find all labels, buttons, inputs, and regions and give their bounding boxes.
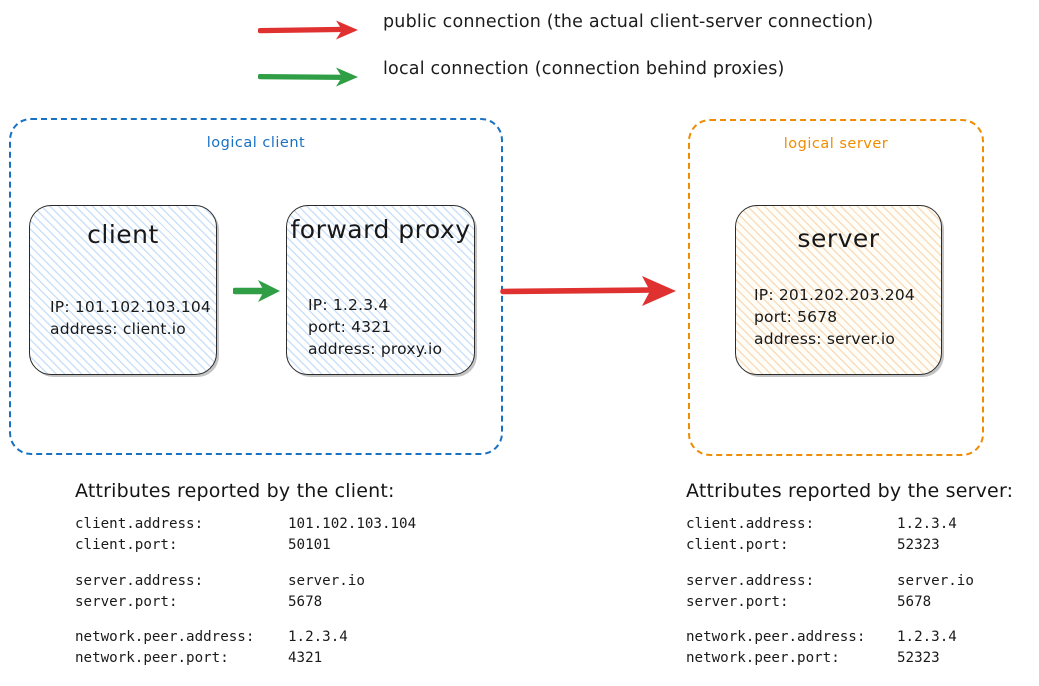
attr-key: server.port:	[75, 593, 178, 610]
logical-client-title: logical client	[11, 132, 501, 151]
attr-key: client.address:	[75, 516, 204, 532]
node-server[interactable]: server IP: 201.202.203.204 port: 5678 ad…	[735, 205, 942, 375]
attr-key: client.address:	[686, 516, 815, 532]
table-row: client.port: 52323	[686, 535, 1036, 556]
server-attributes-panel: Attributes reported by the server: clien…	[686, 480, 1036, 684]
attr-key: network.peer.address:	[75, 629, 255, 646]
server-attr-group: server.address: server.io server.port: 5…	[686, 571, 1036, 614]
attr-value: 5678	[897, 593, 932, 610]
table-row: client.port: 50101	[75, 535, 495, 556]
attr-value: 1.2.3.4	[897, 629, 957, 646]
node-forward-proxy-details: IP: 1.2.3.4 port: 4321 address: proxy.io	[308, 294, 474, 360]
table-row: server.address: server.io	[686, 571, 1036, 592]
node-proxy-address: address: proxy.io	[308, 340, 443, 358]
attr-key: server.address:	[75, 572, 204, 589]
attr-key: client.port:	[686, 537, 789, 554]
server-attr-group: network.peer.address: 1.2.3.4 network.pe…	[686, 627, 1036, 670]
logical-server-container: logical server	[688, 119, 984, 456]
node-proxy-ip: IP: 1.2.3.4	[308, 296, 389, 314]
attr-key: client.port:	[75, 537, 178, 554]
attr-value: server.io	[288, 572, 365, 589]
table-row: network.peer.port: 4321	[75, 648, 495, 669]
node-forward-proxy[interactable]: forward proxy IP: 1.2.3.4 port: 4321 add…	[286, 205, 475, 375]
client-attr-group: server.address: server.io server.port: 5…	[75, 571, 495, 614]
attr-key: server.port:	[686, 593, 789, 610]
table-row: server.port: 5678	[686, 592, 1036, 613]
logical-client-container: logical client	[9, 118, 503, 455]
node-server-address: address: server.io	[754, 330, 896, 348]
client-attributes-panel: Attributes reported by the client: clien…	[75, 480, 495, 684]
node-server-port: port: 5678	[754, 308, 838, 326]
attr-key: server.address:	[686, 572, 815, 589]
table-row: network.peer.address: 1.2.3.4	[686, 627, 1036, 648]
attr-value: 50101	[288, 537, 331, 554]
node-client-address: address: client.io	[50, 320, 186, 338]
green-arrow-client-to-proxy	[233, 280, 280, 302]
node-forward-proxy-title: forward proxy	[290, 215, 471, 244]
node-server-details: IP: 201.202.203.204 port: 5678 address: …	[754, 284, 941, 350]
client-attributes-heading: Attributes reported by the client:	[75, 480, 395, 502]
node-client[interactable]: client IP: 101.102.103.104 address: clie…	[29, 205, 217, 375]
legend-item-public: public connection (the actual client-ser…	[258, 8, 958, 55]
attr-value: 1.2.3.4	[897, 516, 957, 532]
attr-key: network.peer.port:	[75, 650, 229, 667]
table-row: server.port: 5678	[75, 592, 495, 613]
table-row: network.peer.port: 52323	[686, 648, 1036, 669]
node-client-title: client	[87, 220, 159, 249]
node-server-title: server	[797, 224, 880, 253]
node-client-details: IP: 101.102.103.104 address: client.io	[50, 296, 216, 340]
red-arrow-proxy-to-server	[500, 276, 676, 306]
node-client-ip: IP: 101.102.103.104	[50, 298, 211, 316]
attr-value: 5678	[288, 593, 323, 610]
attr-value: 52323	[897, 537, 940, 554]
green-arrow-icon	[258, 67, 358, 87]
attr-key: network.peer.address:	[686, 629, 866, 646]
legend: public connection (the actual client-ser…	[258, 8, 958, 102]
attr-value: 1.2.3.4	[288, 629, 348, 646]
node-proxy-port: port: 4321	[308, 318, 392, 336]
attr-value: 4321	[288, 650, 323, 667]
attr-value: server.io	[897, 572, 974, 589]
attr-value: 52323	[897, 650, 940, 667]
table-row: server.address: server.io	[75, 571, 495, 592]
legend-label-local: local connection (connection behind prox…	[383, 59, 785, 79]
table-row: client.address: 101.102.103.104	[75, 514, 495, 535]
logical-server-title: logical server	[690, 133, 982, 152]
table-row: network.peer.address: 1.2.3.4	[75, 627, 495, 648]
node-server-ip: IP: 201.202.203.204	[754, 286, 915, 304]
legend-label-public: public connection (the actual client-ser…	[383, 12, 874, 32]
server-attr-group: client.address: 1.2.3.4 client.port: 523…	[686, 514, 1036, 557]
client-attr-group: network.peer.address: 1.2.3.4 network.pe…	[75, 627, 495, 670]
attr-value: 101.102.103.104	[288, 516, 417, 532]
red-arrow-icon	[258, 20, 358, 40]
table-row: client.address: 1.2.3.4	[686, 514, 1036, 535]
client-attr-group: client.address: 101.102.103.104 client.p…	[75, 514, 495, 557]
server-attributes-heading: Attributes reported by the server:	[686, 480, 1014, 502]
attr-key: network.peer.port:	[686, 650, 840, 667]
legend-item-local: local connection (connection behind prox…	[258, 55, 958, 102]
